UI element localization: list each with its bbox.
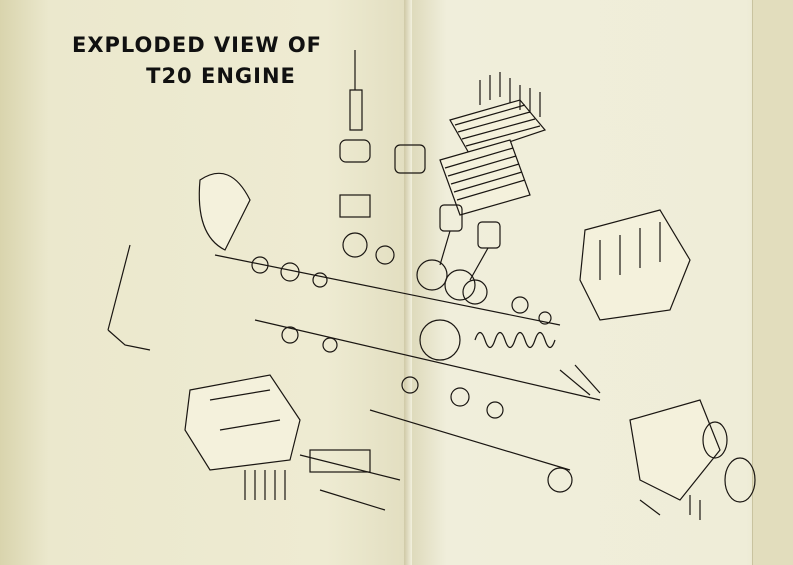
title-line-1: EXPLODED VIEW OF xyxy=(72,33,323,57)
cylinder-barrel xyxy=(439,139,531,216)
kickstart-lever xyxy=(107,244,151,351)
crankshaft xyxy=(416,259,488,305)
gears xyxy=(251,232,573,493)
left-page xyxy=(0,0,408,565)
head-bolts xyxy=(479,72,541,117)
gear-shafts xyxy=(214,232,601,493)
diagram-title: EXPLODED VIEW OF T20 ENGINE xyxy=(72,30,322,92)
pistons xyxy=(439,204,501,281)
book-fold xyxy=(404,0,412,565)
title-line-2: T20 ENGINE xyxy=(146,64,296,88)
gear-selector xyxy=(299,449,401,511)
carburettor xyxy=(339,50,426,218)
clutch-cover xyxy=(198,172,251,251)
small-bolts xyxy=(244,470,701,520)
cylinder-head xyxy=(449,72,547,156)
timing-cover xyxy=(629,399,756,503)
crankcase-right xyxy=(579,209,691,321)
crankcase-left xyxy=(184,374,301,471)
clutch-spring xyxy=(474,331,601,396)
page-edge xyxy=(752,0,793,565)
